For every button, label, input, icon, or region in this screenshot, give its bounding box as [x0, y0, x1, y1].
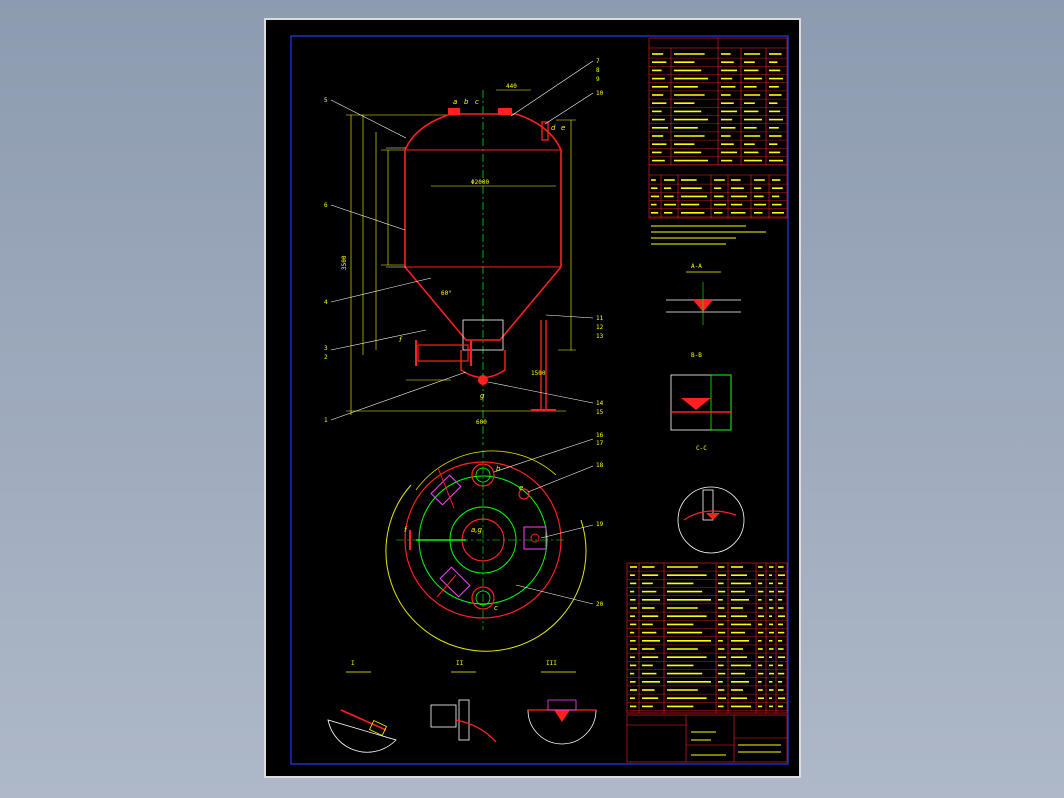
weld-detail-2: B-B [670, 352, 732, 431]
callout-7: 7 [596, 58, 600, 65]
nozzle-f-label: f [399, 336, 403, 344]
callout-17: 17 [596, 440, 604, 447]
nozzle-a-label: a [453, 98, 457, 106]
callout-4: 4 [324, 299, 328, 306]
callout-15: 15 [596, 409, 604, 416]
callout-14: 14 [596, 400, 604, 407]
nozzle-c-label: c [475, 98, 479, 106]
technical-table-text [649, 53, 787, 218]
detail-iii-label: III [546, 660, 557, 667]
callout-18: 18 [596, 462, 604, 469]
weld-detail-2-label: B-B [691, 352, 702, 359]
parts-list-text [627, 566, 787, 711]
plan-b-label: b [496, 465, 501, 473]
weld-detail-3-label: C-C [696, 445, 707, 452]
cad-drawing: 5 6 4 3 2 1 7 8 9 10 11 12 13 14 15 16 1… [290, 35, 789, 765]
dim-angle: 60° [441, 290, 452, 297]
callout-5: 5 [324, 97, 328, 104]
technical-table [648, 37, 788, 219]
drawing-sheet: 5 6 4 3 2 1 7 8 9 10 11 12 13 14 15 16 1… [264, 18, 801, 778]
parts-list [626, 562, 788, 714]
weld-detail-3: C-C [677, 445, 745, 554]
drawing-frame [290, 35, 789, 765]
detail-ii: II [430, 660, 497, 743]
detail-i: I [327, 660, 397, 753]
notes-block [651, 225, 766, 245]
callout-1: 1 [324, 417, 328, 424]
dim-top-width: 440 [506, 83, 517, 90]
callout-3: 3 [324, 345, 328, 352]
callout-20: 20 [596, 601, 604, 608]
weld-detail-1-label: A-A [691, 263, 702, 270]
nozzle-d-label: d [551, 124, 556, 132]
nozzle-e-label: e [561, 124, 565, 132]
vessel-plan-view: f b e c a,g [385, 438, 594, 652]
nozzle-g-label: g [480, 392, 485, 400]
weld-detail-1: A-A [666, 263, 741, 325]
callout-9: 9 [596, 76, 600, 83]
detail-iii: III [527, 660, 597, 745]
dim-leg: 1500 [531, 370, 546, 377]
detail-i-label: I [351, 660, 355, 667]
callout-2: 2 [324, 354, 328, 361]
dim-diameter: Φ2000 [471, 179, 489, 186]
vessel-elevation: 5 6 4 3 2 1 7 8 9 10 11 12 13 14 15 16 1… [324, 58, 604, 608]
dim-height-total: 3500 [341, 255, 348, 270]
plan-e-label: e [519, 484, 523, 492]
title-block-text [691, 731, 781, 756]
plan-ag-label: a,g [471, 526, 483, 534]
plan-c-label: c [494, 604, 498, 612]
detail-ii-label: II [456, 660, 464, 667]
callout-19: 19 [596, 521, 604, 528]
callout-13: 13 [596, 333, 604, 340]
callout-11: 11 [596, 315, 604, 322]
callout-16: 16 [596, 432, 604, 439]
title-block [626, 714, 788, 763]
callout-6: 6 [324, 202, 328, 209]
callout-8: 8 [596, 67, 600, 74]
callout-12: 12 [596, 324, 604, 331]
plan-f-label: f [404, 526, 408, 534]
nozzle-b-label: b [464, 98, 469, 106]
dim-bottom-width: 600 [476, 419, 487, 426]
callout-10: 10 [596, 90, 604, 97]
